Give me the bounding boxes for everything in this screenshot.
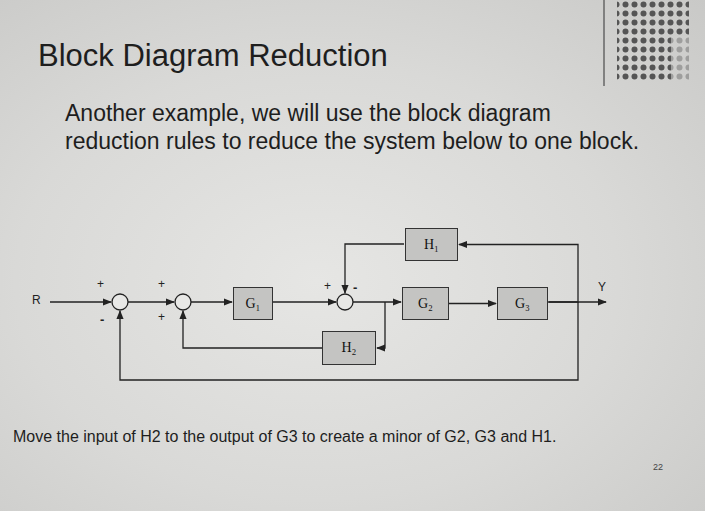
summing-junction <box>112 294 128 310</box>
block-label: G₁ <box>246 296 261 312</box>
sign: - <box>353 280 357 295</box>
slide-title: Block Diagram Reduction <box>38 38 388 74</box>
signal-name: Y <box>598 280 606 294</box>
signal-name: R <box>32 293 41 307</box>
signal-wires <box>50 244 606 380</box>
block-label: H₂ <box>342 340 357 356</box>
transfer-block: G₃ <box>497 287 548 320</box>
signal-arrow <box>449 303 496 304</box>
transfer-block: G₁ <box>233 287 273 320</box>
summing-junction <box>175 294 191 310</box>
sign: + <box>158 310 165 324</box>
sign: + <box>158 277 165 291</box>
transfer-block: H₁ <box>405 228 458 261</box>
block-label: G₂ <box>418 296 433 312</box>
sign: + <box>97 277 104 291</box>
transfer-block: H₂ <box>322 331 376 365</box>
page-number: 22 <box>653 462 663 472</box>
summing-junction <box>337 294 353 310</box>
body-text: Another example, we will use the block d… <box>65 99 640 155</box>
sign: + <box>324 279 331 293</box>
slide-caption: Move the input of H2 to the output of G3… <box>13 428 556 446</box>
divider-line <box>603 0 605 86</box>
block-label: H₁ <box>424 237 439 253</box>
dot-grid <box>617 0 689 80</box>
transfer-block: G₂ <box>402 287 449 320</box>
block-label: G₃ <box>515 296 530 312</box>
sign: - <box>100 312 104 327</box>
